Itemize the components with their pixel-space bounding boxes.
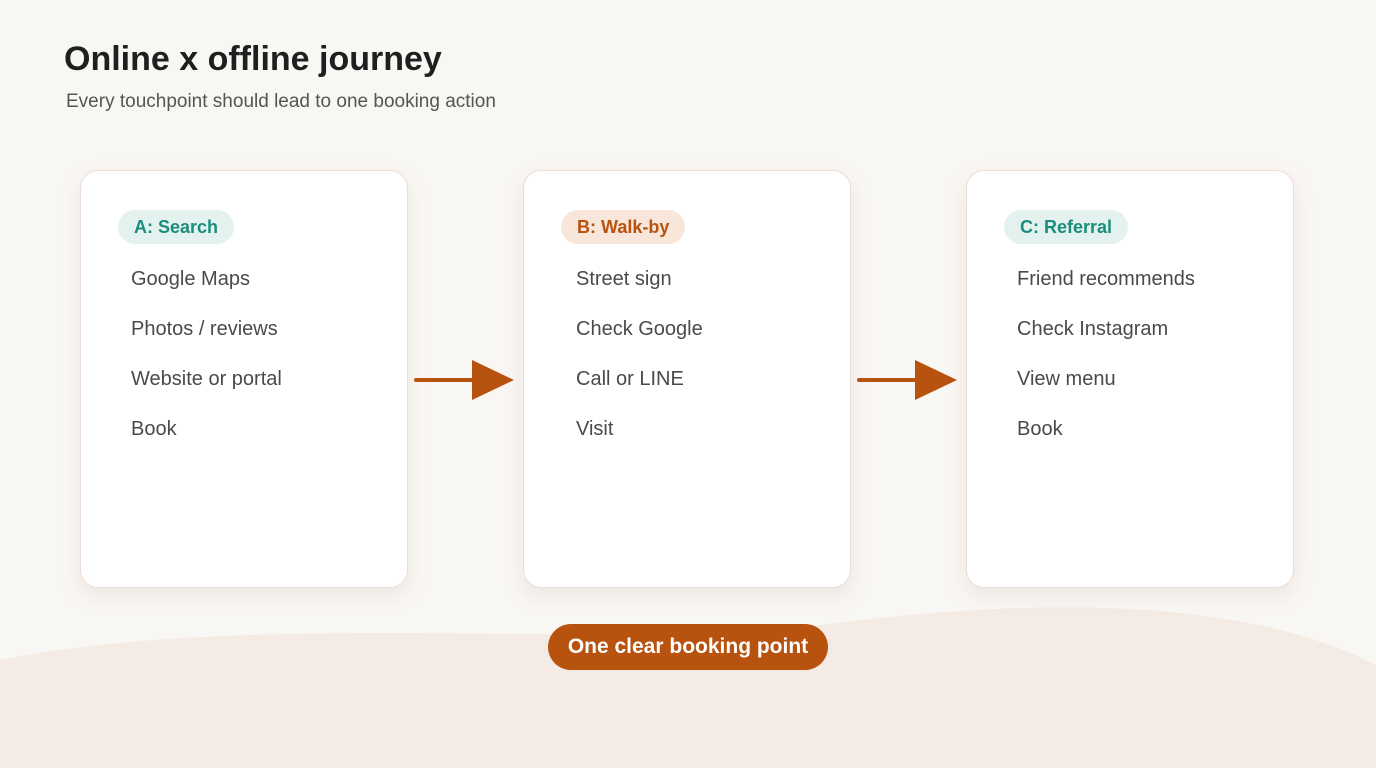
journey-tag: C: Referral bbox=[1004, 210, 1129, 244]
journey-step: Google Maps bbox=[131, 268, 250, 290]
journey-card-search: A: Search Google Maps Photos / reviews W… bbox=[80, 170, 408, 588]
journey-step: Check Instagram bbox=[1017, 318, 1169, 340]
arrow-right-icon bbox=[857, 360, 957, 400]
journey-card-referral: C: Referral Friend recommends Check Inst… bbox=[966, 170, 1294, 588]
journey-step: Call or LINE bbox=[576, 368, 684, 390]
journey-step: View menu bbox=[1017, 368, 1116, 390]
journey-steps: Friend recommends Check Instagram View m… bbox=[1017, 265, 1195, 465]
journey-step: Website or portal bbox=[131, 368, 282, 390]
page-title: Online x offline journey bbox=[64, 40, 442, 78]
page-subtitle: Every touchpoint should lead to one book… bbox=[66, 91, 496, 112]
journey-step: Photos / reviews bbox=[131, 318, 278, 340]
journey-step: Check Google bbox=[576, 318, 703, 340]
journey-step: Visit bbox=[576, 418, 614, 440]
journey-tag: A: Search bbox=[118, 210, 235, 244]
journey-step: Street sign bbox=[576, 268, 672, 290]
journey-steps: Google Maps Photos / reviews Website or … bbox=[131, 265, 282, 465]
journey-card-walk-by: B: Walk-by Street sign Check Google Call… bbox=[523, 170, 851, 588]
arrow-right-icon bbox=[414, 360, 514, 400]
journey-steps: Street sign Check Google Call or LINE Vi… bbox=[576, 265, 703, 465]
journey-step: Book bbox=[131, 418, 177, 440]
journey-step: Book bbox=[1017, 418, 1063, 440]
journey-step: Friend recommends bbox=[1017, 268, 1195, 290]
journey-tag: B: Walk-by bbox=[561, 210, 686, 244]
booking-point-badge: One clear booking point bbox=[548, 624, 828, 670]
